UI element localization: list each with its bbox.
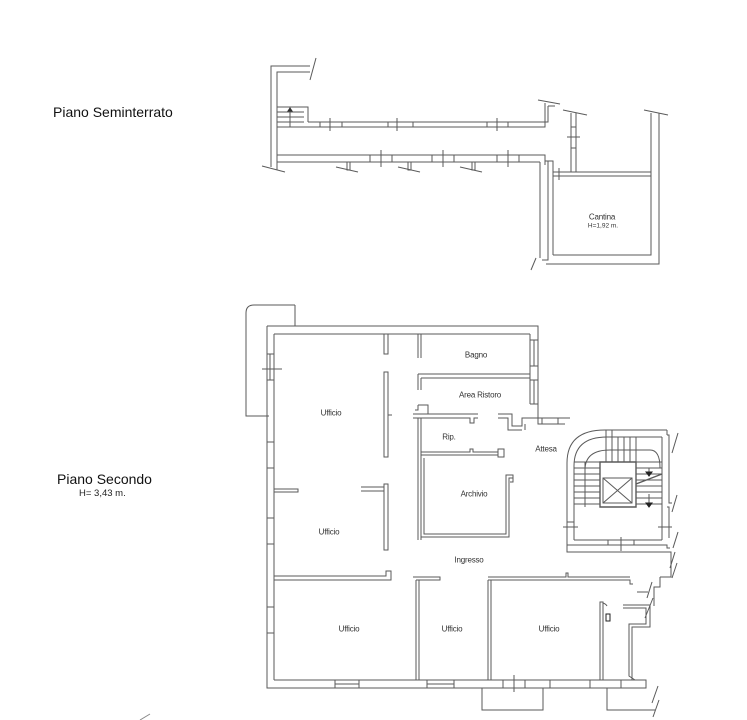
second-floor-title: Piano Secondo bbox=[57, 471, 152, 487]
elevator-shaft bbox=[600, 462, 636, 507]
room-label-bagno: Bagno bbox=[464, 350, 488, 360]
second-floor-plan bbox=[246, 305, 678, 717]
room-height-cantina: H=1,92 m. bbox=[587, 222, 619, 230]
second-floor-height: H= 3,43 m. bbox=[79, 488, 126, 499]
room-label-ingresso: Ingresso bbox=[454, 555, 484, 565]
basement-floor-title: Piano Seminterrato bbox=[53, 104, 173, 120]
room-label-cantina: Cantina bbox=[588, 212, 616, 222]
room-label-ufficio-bottom-middle: Ufficio bbox=[441, 624, 463, 634]
room-label-attesa: Attesa bbox=[535, 444, 557, 454]
elevator-icon bbox=[603, 478, 632, 503]
room-label-ufficio-bottom-left: Ufficio bbox=[338, 624, 360, 634]
room-label-area-ristoro: Area Ristoro bbox=[458, 390, 502, 400]
room-label-archivio: Archivio bbox=[460, 489, 488, 499]
stairwell bbox=[563, 430, 678, 578]
room-label-rip: Rip. bbox=[442, 432, 456, 442]
room-label-ufficio-bottom-right: Ufficio bbox=[538, 624, 560, 634]
room-label-ufficio-mid-left: Ufficio bbox=[318, 527, 340, 537]
room-label-ufficio-top-left: Ufficio bbox=[320, 408, 342, 418]
basement-plan bbox=[262, 58, 668, 270]
